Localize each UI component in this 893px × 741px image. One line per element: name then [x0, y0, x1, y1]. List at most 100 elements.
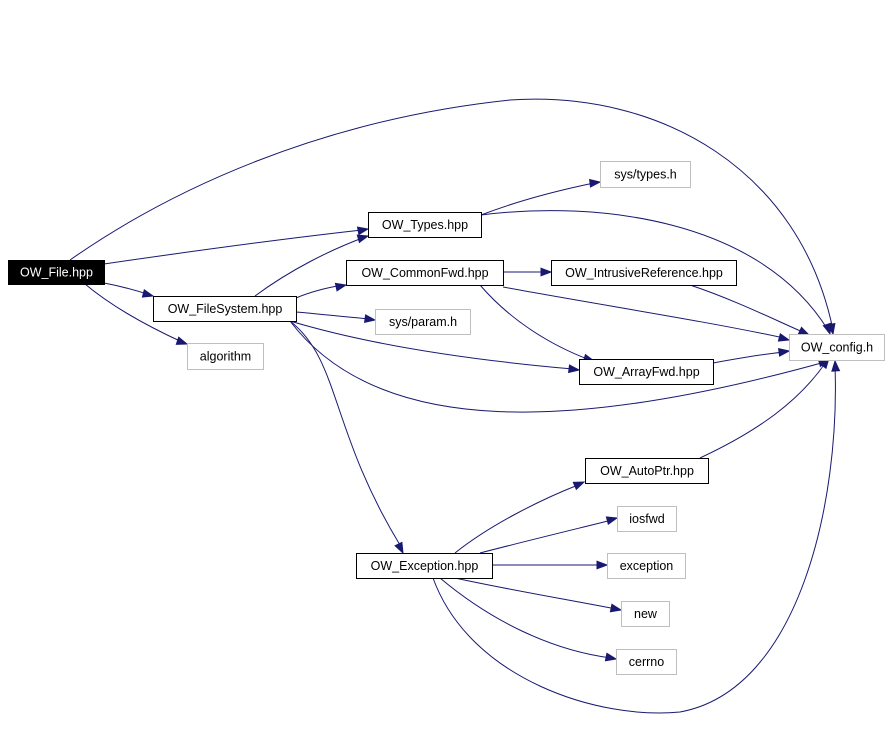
edge-line — [689, 284, 806, 334]
node-box — [368, 212, 482, 238]
node-box — [621, 601, 670, 627]
edge-arrowhead — [778, 347, 791, 357]
node-label: sys/types.h — [614, 168, 677, 182]
edge-ow_exception-to-iosfwd — [479, 516, 619, 554]
edge-ow_exception-to-ow_autoptr — [454, 481, 586, 554]
edge-line — [289, 320, 826, 413]
edge-line — [295, 311, 371, 320]
edge-arrowhead — [394, 541, 404, 555]
node-label: iosfwd — [629, 512, 664, 526]
node-iosfwd: iosfwd — [617, 506, 677, 532]
edge-arrowhead — [334, 282, 348, 292]
edge-ow_commonfwd-to-ow_arrayfwd — [479, 284, 596, 363]
edge-ow_file-to-ow_filesystem — [103, 282, 155, 298]
edge-line — [432, 365, 836, 714]
nodes-layer: OW_File.hppOW_Types.hppOW_CommonFwd.hppO… — [8, 161, 885, 675]
edge-ow_autoptr-to-ow_config — [699, 356, 830, 459]
edges-layer — [69, 98, 841, 714]
edge-ow_filesystem-to-ow_exception — [289, 320, 404, 555]
node-box — [346, 260, 504, 286]
edge-line — [479, 284, 591, 361]
node-new: new — [621, 601, 670, 627]
node-label: OW_CommonFwd.hpp — [361, 266, 488, 280]
edge-ow_types-to-sys_types — [480, 178, 602, 216]
edge-ow_intrusiveref-to-ow_config — [689, 284, 811, 336]
node-box — [356, 553, 493, 579]
edge-line — [254, 236, 366, 297]
node-label: new — [634, 607, 658, 621]
edge-line — [502, 286, 785, 339]
node-label: sys/param.h — [389, 315, 457, 329]
edge-arrowhead — [175, 336, 189, 345]
edge-line — [289, 320, 401, 546]
edge-arrowhead — [356, 226, 370, 236]
edge-arrowhead — [605, 516, 619, 526]
edge-line — [69, 98, 834, 331]
node-box — [375, 309, 471, 335]
node-label: OW_AutoPtr.hpp — [600, 464, 694, 478]
node-ow-commonfwd[interactable]: OW_CommonFwd.hpp — [346, 260, 504, 286]
node-sys-param: sys/param.h — [375, 309, 471, 335]
node-label: exception — [620, 559, 674, 573]
node-label: OW_Exception.hpp — [371, 559, 479, 573]
edge-arrowhead — [797, 326, 811, 336]
node-box — [607, 553, 686, 579]
node-box — [617, 506, 677, 532]
node-box — [551, 260, 737, 286]
node-ow-arrayfwd[interactable]: OW_ArrayFwd.hpp — [579, 359, 714, 385]
node-label: algorithm — [200, 350, 251, 364]
edge-ow_commonfwd-to-ow_config — [502, 286, 791, 342]
node-box — [8, 260, 105, 285]
edge-ow_exception-to-exception — [491, 560, 609, 570]
node-ow-types[interactable]: OW_Types.hpp — [368, 212, 482, 238]
node-ow-file[interactable]: OW_File.hpp — [8, 260, 105, 285]
edge-ow_filesystem-to-ow_config — [289, 320, 831, 413]
node-ow-exception[interactable]: OW_Exception.hpp — [356, 553, 493, 579]
node-exception: exception — [607, 553, 686, 579]
edge-line — [454, 484, 579, 554]
edge-line — [289, 320, 574, 370]
edge-line — [479, 519, 613, 554]
edge-arrowhead — [596, 560, 609, 570]
edge-ow_filesystem-to-sys_param — [295, 311, 377, 324]
edge-line — [712, 351, 785, 364]
node-ow-filesystem[interactable]: OW_FileSystem.hpp — [153, 296, 297, 322]
edge-line — [480, 182, 595, 216]
edge-ow_commonfwd-to-ow_intrusiveref — [503, 267, 553, 277]
node-box — [187, 343, 264, 370]
edge-arrowhead — [572, 481, 586, 491]
node-label: OW_IntrusiveReference.hpp — [565, 266, 723, 280]
edge-line — [103, 229, 363, 265]
node-box — [616, 649, 677, 675]
edge-line — [454, 577, 617, 610]
edge-ow_exception-to-ow_config — [432, 359, 841, 714]
node-box — [585, 458, 709, 484]
node-cerrno: cerrno — [616, 649, 677, 675]
node-box — [600, 161, 691, 188]
node-ow-autoptr[interactable]: OW_AutoPtr.hpp — [585, 458, 709, 484]
edge-arrowhead — [568, 364, 581, 374]
edge-arrowhead — [589, 178, 602, 188]
edge-ow_file-to-ow_types — [103, 226, 370, 265]
node-label: cerrno — [629, 655, 664, 669]
edge-arrowhead — [356, 234, 370, 244]
node-box — [153, 296, 297, 322]
node-label: OW_ArrayFwd.hpp — [593, 365, 699, 379]
edge-ow_arrayfwd-to-ow_config — [712, 347, 791, 364]
edge-ow_exception-to-cerrno — [439, 577, 618, 662]
edge-arrowhead — [822, 322, 832, 336]
edge-ow_types-to-ow_config — [480, 210, 832, 336]
node-label: OW_FileSystem.hpp — [168, 302, 283, 316]
edge-arrowhead — [831, 359, 841, 372]
edge-arrowhead — [604, 652, 618, 662]
edge-ow_file-to-algorithm — [84, 283, 189, 345]
node-label: OW_config.h — [801, 341, 873, 355]
edge-line — [84, 283, 183, 343]
edge-arrowhead — [364, 314, 377, 324]
node-ow-intrusiveref[interactable]: OW_IntrusiveReference.hpp — [551, 260, 737, 286]
node-box — [579, 359, 714, 385]
node-algorithm: algorithm — [187, 343, 264, 370]
node-label: OW_File.hpp — [20, 266, 93, 280]
edge-ow_exception-to-new — [454, 577, 623, 613]
